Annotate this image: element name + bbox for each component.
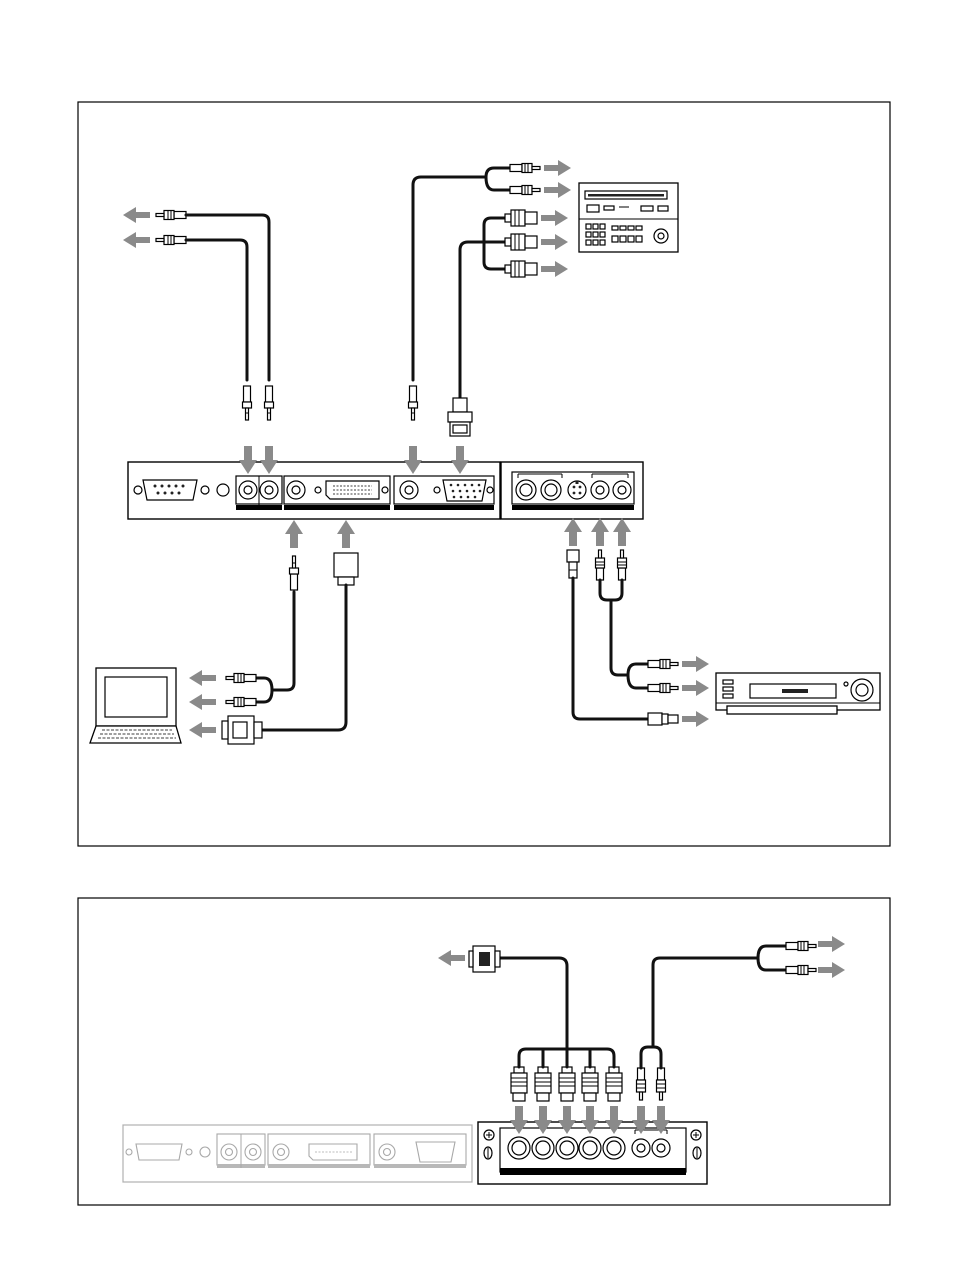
small-jack <box>217 484 229 496</box>
bnc-jack <box>579 1137 601 1159</box>
video-input-panel <box>501 462 643 519</box>
computer-cable <box>189 520 358 744</box>
video-cable <box>564 518 709 727</box>
audio-cable <box>632 936 845 1134</box>
input-panel <box>128 462 500 519</box>
bnc-to-dsub-cable <box>438 946 623 1134</box>
bnc-adapter-board <box>478 1122 707 1184</box>
input-panel-faded <box>123 1125 472 1182</box>
bnc-jack <box>532 1137 554 1159</box>
bnc-jack <box>603 1137 625 1159</box>
top-connection-diagram <box>78 102 890 846</box>
bnc-jack <box>508 1137 530 1159</box>
bnc-jack <box>516 480 536 500</box>
vcr-icon <box>716 673 880 714</box>
s-video-jack <box>568 481 586 499</box>
professional-video-recorder-icon <box>579 183 678 252</box>
laptop-icon <box>90 668 181 743</box>
bnc-jack <box>541 480 561 500</box>
bottom-connection-diagram <box>78 898 890 1205</box>
bnc-jack <box>556 1137 578 1159</box>
audio-output-cable <box>123 207 278 474</box>
vtr-component-cable <box>404 160 571 474</box>
